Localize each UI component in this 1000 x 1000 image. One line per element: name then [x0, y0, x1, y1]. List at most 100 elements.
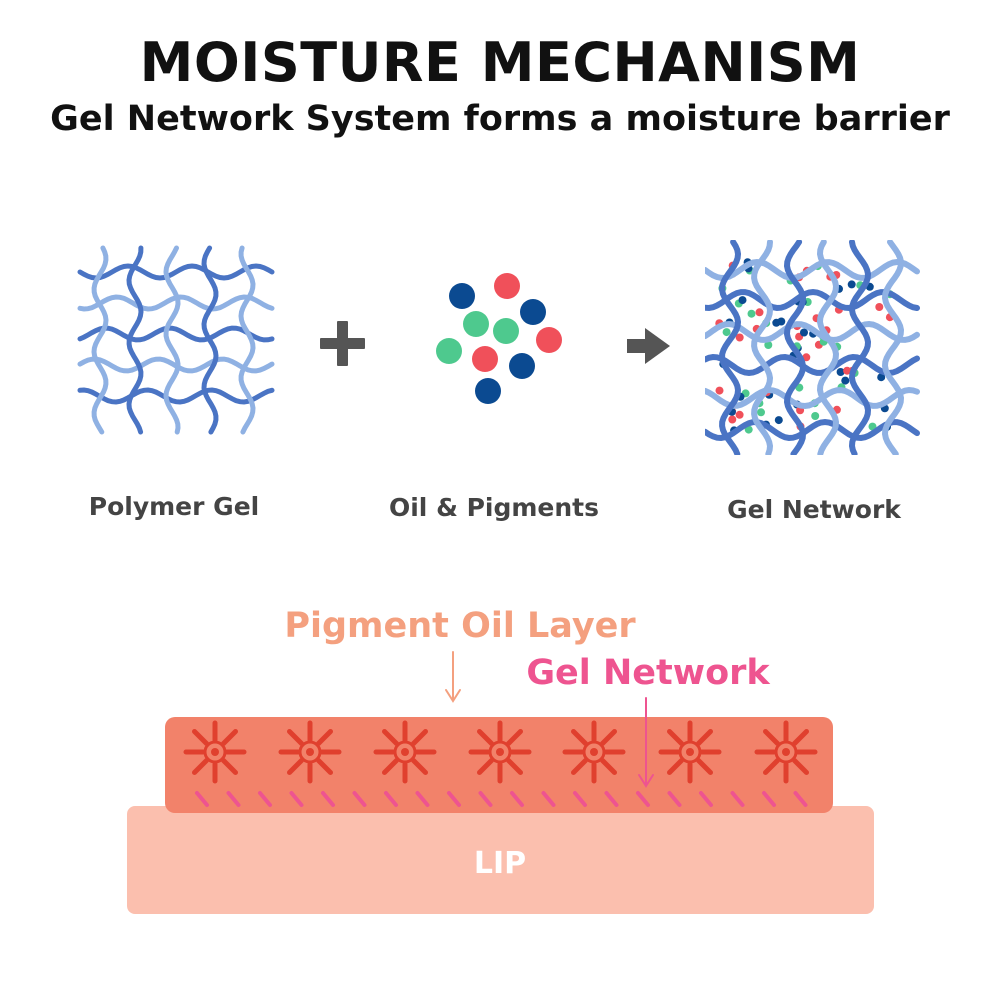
pigment-dot: [520, 299, 546, 325]
gel-dash: [541, 791, 556, 807]
burst-ray: [192, 729, 209, 746]
network-dot: [764, 341, 773, 349]
burst-ray: [316, 758, 333, 775]
pigment-burst: [562, 720, 626, 784]
gel-dash: [510, 791, 524, 807]
burst-ray: [763, 729, 780, 746]
burst-ray: [571, 758, 588, 775]
network-dot: [847, 280, 856, 289]
network-dot: [800, 328, 808, 337]
burst-core: [582, 740, 606, 764]
burst-ray: [316, 729, 333, 746]
pigment-dot: [536, 327, 562, 353]
burst-ray: [382, 729, 399, 746]
network-dot: [722, 328, 731, 337]
gel-dash: [636, 791, 650, 807]
pigment-dot: [494, 273, 520, 299]
page-title: MOISTURE MECHANISM: [139, 31, 861, 94]
burst-ray: [792, 729, 809, 746]
network-dot: [843, 366, 852, 375]
burst-ray: [192, 758, 209, 775]
pigment-dot: [436, 338, 462, 364]
network-dot: [757, 408, 765, 417]
burst-core: [488, 740, 512, 764]
burst-center: [782, 748, 790, 756]
network-dot: [841, 376, 850, 385]
network-strand: [705, 258, 920, 282]
pigment-dot: [463, 311, 489, 337]
pigment-dot: [493, 318, 519, 344]
network-dot: [738, 296, 747, 305]
oil-pigments-label: Oil & Pigments: [389, 493, 599, 522]
network-strand: [705, 418, 920, 442]
pigment-dot: [449, 283, 475, 309]
pigment-dot: [472, 346, 498, 372]
polymer-strand: [77, 325, 275, 343]
burst-ray: [696, 758, 713, 775]
network-dot: [875, 303, 884, 311]
arrow-right-icon: [627, 328, 670, 364]
burst-center: [496, 748, 504, 756]
network-dot: [811, 412, 820, 420]
network-strand: [705, 288, 920, 312]
pigment-burst: [658, 720, 722, 784]
polymer-gel-mesh: [77, 245, 275, 435]
burst-ray: [411, 758, 428, 775]
burst-ray: [287, 729, 304, 746]
network-strand: [751, 240, 774, 455]
gel-dash: [258, 791, 272, 807]
burst-ray: [477, 758, 494, 775]
lip-layer: [127, 806, 874, 914]
pigment-burst: [373, 720, 437, 784]
gel-dash: [762, 791, 776, 807]
gel-dash: [573, 791, 587, 807]
polymer-gel-label: Polymer Gel: [89, 492, 259, 521]
oil-pigments-cluster: [436, 273, 562, 404]
network-dot: [877, 373, 886, 382]
gel-dash: [415, 791, 430, 807]
burst-ray: [792, 758, 809, 775]
pigment-oil-layer-label: Pigment Oil Layer: [284, 606, 636, 646]
network-strand: [719, 240, 742, 455]
burst-ray: [571, 729, 588, 746]
network-strand: [783, 240, 807, 455]
burst-center: [590, 748, 598, 756]
network-strand: [705, 353, 920, 377]
network-strand: [848, 240, 872, 455]
burst-core: [774, 740, 798, 764]
polymer-strand: [91, 245, 109, 435]
lip-label: LIP: [474, 846, 526, 881]
pigment-burst-row: [183, 720, 818, 784]
burst-ray: [667, 729, 684, 746]
gel-dash: [352, 791, 367, 807]
burst-ray: [600, 758, 617, 775]
burst-center: [306, 748, 314, 756]
pigment-burst: [468, 720, 532, 784]
network-strand: [705, 320, 920, 344]
burst-ray: [763, 758, 780, 775]
burst-ray: [287, 758, 304, 775]
burst-ray: [506, 758, 523, 775]
gel-dash: [195, 791, 209, 807]
gel-dash: [730, 791, 745, 807]
burst-ray: [477, 729, 494, 746]
page-subtitle: Gel Network System forms a moisture barr…: [50, 99, 950, 139]
network-strand: [705, 386, 920, 410]
gel-network-caption: Gel Network: [727, 495, 902, 524]
burst-ray: [600, 729, 617, 746]
burst-core: [203, 740, 227, 764]
gel-dash: [604, 791, 619, 807]
network-strand: [881, 240, 905, 455]
gel-network-layer-label: Gel Network: [526, 653, 770, 693]
burst-core: [298, 740, 322, 764]
gel-dash: [699, 791, 713, 807]
burst-ray: [696, 729, 713, 746]
gel-dash: [793, 791, 808, 807]
burst-center: [211, 748, 219, 756]
burst-core: [393, 740, 417, 764]
network-dot: [772, 318, 781, 327]
network-strand: [816, 240, 840, 455]
burst-center: [686, 748, 694, 756]
pigment-dot: [475, 378, 501, 404]
